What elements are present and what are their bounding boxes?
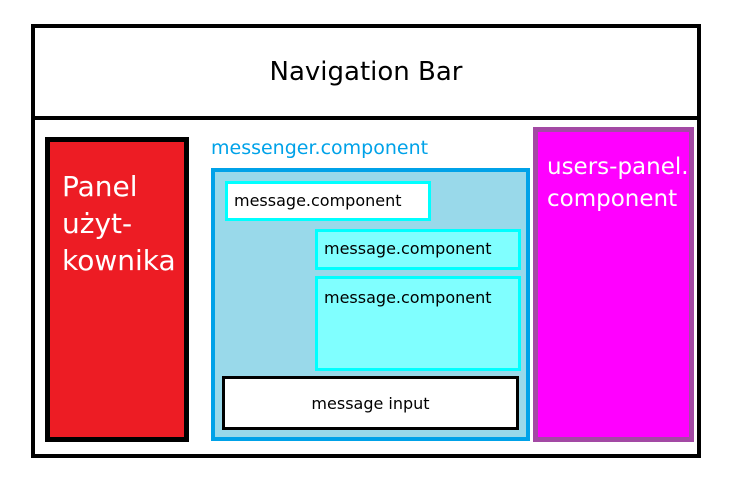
message-component-label: message.component — [234, 191, 402, 210]
message-input-block: message input — [222, 376, 519, 430]
message-component-label: message.component — [324, 288, 492, 307]
user-panel-label-line: kownika — [62, 244, 176, 277]
message-input-label: message input — [311, 393, 430, 413]
navigation-bar: Navigation Bar — [31, 24, 701, 120]
navigation-bar-label: Navigation Bar — [269, 57, 463, 87]
users-panel-label-line: users-panel. — [547, 154, 689, 180]
user-panel-label-line: Panel — [62, 170, 138, 203]
messenger-component-label: messenger.component — [211, 137, 429, 159]
users-panel-label-line: component — [547, 186, 678, 212]
user-panel-block: Panel użyt- kownika — [45, 137, 189, 442]
users-panel-component-block: users-panel. component — [533, 127, 694, 442]
user-panel-label-line: użyt- — [62, 207, 133, 240]
message-component-block: message.component — [315, 276, 521, 371]
message-component-block: message.component — [315, 229, 521, 270]
message-component-label: message.component — [324, 239, 492, 258]
message-component-block: message.component — [225, 181, 431, 221]
